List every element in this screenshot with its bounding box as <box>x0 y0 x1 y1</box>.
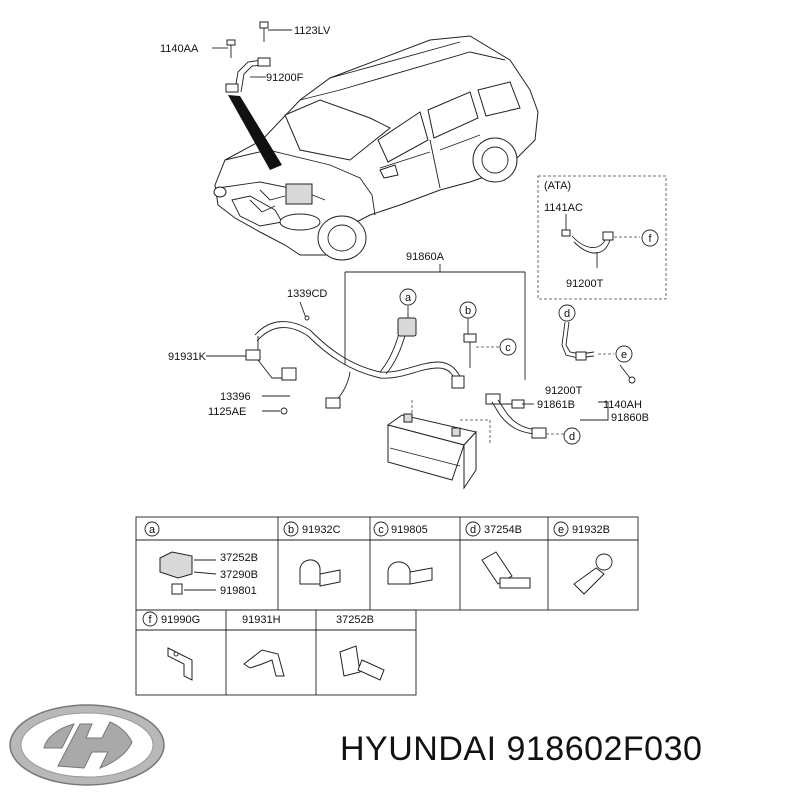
label-91200t: 91200T <box>545 385 583 397</box>
callout-d-top: d <box>558 304 576 322</box>
code-919805: 919805 <box>391 524 428 536</box>
svg-text:a: a <box>405 292 412 304</box>
label-13396: 13396 <box>220 391 251 403</box>
brand-part-number: HYUNDAI 918602F030 <box>340 730 703 768</box>
ground-cable-91200t <box>561 321 636 384</box>
label-1140aa: 1140AA <box>160 43 199 55</box>
bolt-1125ae <box>280 407 288 415</box>
svg-text:d: d <box>569 431 575 443</box>
battery-in-car <box>285 183 313 205</box>
label-91931k: 91931K <box>168 351 207 363</box>
parts-table <box>135 516 639 696</box>
code-37252b: 37252B <box>336 614 374 626</box>
code-91932c: 91932C <box>302 524 341 536</box>
callout-d-bottom: d <box>563 427 581 445</box>
label-1125ae: 1125AE <box>208 406 246 418</box>
code-37252b-a: 37252B <box>220 552 258 564</box>
table-cell-a-header: a <box>144 521 160 537</box>
table-cell-e-part <box>573 553 613 595</box>
callout-b: b <box>459 301 477 319</box>
label-1339cd: 1339CD <box>287 288 327 300</box>
svg-text:d: d <box>564 308 570 320</box>
svg-text:b: b <box>465 305 471 317</box>
table-cell-d-part <box>481 551 531 589</box>
svg-text:c: c <box>378 524 384 536</box>
callout-f-top: f <box>641 229 659 247</box>
label-1123lv: 1123LV <box>294 25 331 37</box>
label-91861b: 91861B <box>537 399 575 411</box>
svg-text:b: b <box>288 524 294 536</box>
table-cell-f-part <box>167 647 193 681</box>
svg-text:e: e <box>558 524 564 536</box>
cable-91860b <box>485 393 609 439</box>
table-cell-f-header: f 91990G <box>142 611 200 627</box>
ground-cable-91200f <box>212 21 292 170</box>
code-91931h: 91931H <box>242 614 281 626</box>
label-91860a: 91860A <box>406 251 445 263</box>
table-cell-b-header: b 91932C <box>283 521 341 537</box>
label-ata: (ATA) <box>544 180 571 192</box>
svg-text:a: a <box>149 524 156 536</box>
label-91200t-ata: 91200T <box>566 278 604 290</box>
code-37254b: 37254B <box>484 524 522 536</box>
table-cell-d-header: d 37254B <box>465 521 522 537</box>
table-cell-37252b-part <box>339 645 385 681</box>
svg-text:c: c <box>505 342 511 354</box>
hyundai-logo-icon <box>9 704 165 786</box>
callout-e: e <box>615 345 633 363</box>
svg-text:d: d <box>470 524 476 536</box>
code-37290b: 37290B <box>220 569 258 581</box>
code-919801: 919801 <box>220 585 257 597</box>
code-91932b: 91932B <box>572 524 610 536</box>
label-1140ah: 1140AH <box>603 399 642 411</box>
table-cell-c-header: c 919805 <box>373 521 428 537</box>
car-illustration <box>213 35 539 261</box>
svg-text:f: f <box>148 614 152 626</box>
label-1141ac: 1141AC <box>544 202 583 214</box>
table-cell-a-parts: 37252B 37290B 919801 <box>159 551 258 597</box>
table-cell-b-part <box>299 559 341 587</box>
battery <box>386 400 491 490</box>
callout-a: a <box>399 288 417 306</box>
ata-detail-box <box>537 175 667 300</box>
code-91990g: 91990G <box>161 614 200 626</box>
harness-91860a <box>245 264 526 409</box>
table-cell-e-header: e 91932B <box>553 521 610 537</box>
svg-text:f: f <box>648 233 652 245</box>
label-91200f: 91200F <box>266 72 304 84</box>
label-91860b: 91860B <box>611 412 649 424</box>
table-cell-91931h-part <box>243 649 285 677</box>
svg-text:e: e <box>621 349 627 361</box>
table-cell-c-part <box>387 561 433 585</box>
callout-c: c <box>499 338 517 356</box>
